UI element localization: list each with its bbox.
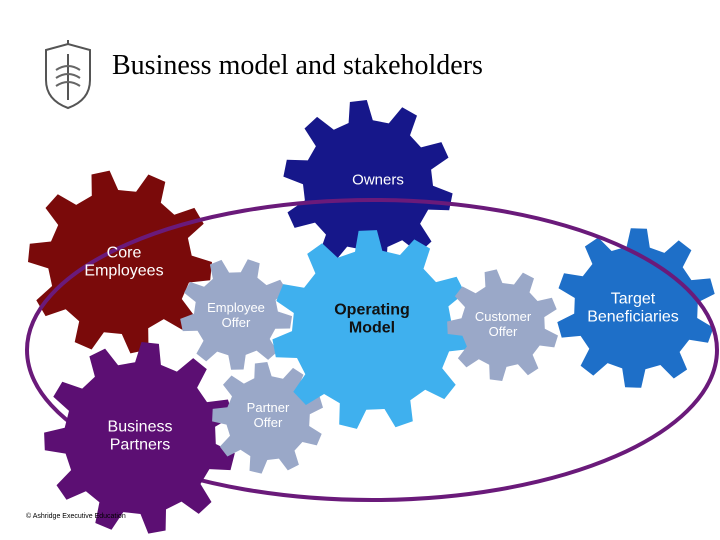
gear-employee-offer [180,259,292,370]
gear-operating-model [272,230,472,429]
page-title: Business model and stakeholders [112,50,483,81]
gear-label-customer-offer: Customer Offer [474,309,532,339]
copyright-footer: © Ashridge Executive Education [26,513,126,520]
gear-label-core-employees: Core Employees [84,244,164,280]
gear-label-operating-model: Operating Model [334,301,410,337]
gear-label-owners: Owners [352,171,404,189]
gear-customer-offer [447,269,558,381]
gear-business-partners [44,342,235,534]
gear-target-beneficiaries [557,228,715,388]
gear-owners [283,100,453,270]
gear-label-target-beneficiaries: Target Beneficiaries [587,290,679,326]
gear-label-partner-offer: Partner Offer [246,400,290,430]
gear-label-business-partners: Business Partners [107,418,173,454]
stakeholder-ellipse [25,198,719,502]
logo [38,40,98,115]
gear-core-employees [28,170,212,354]
gear-label-employee-offer: Employee Offer [207,300,265,330]
